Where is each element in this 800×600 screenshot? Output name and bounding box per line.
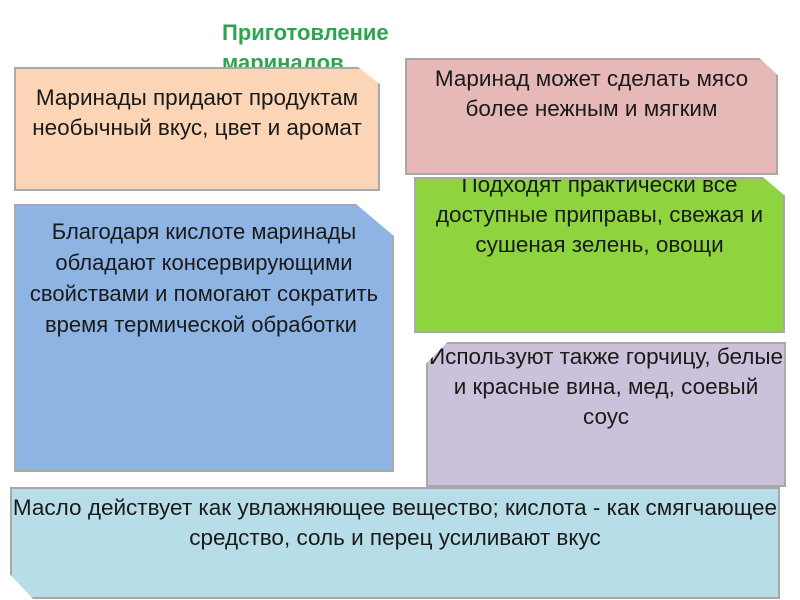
card-mustard-wine: Используют также горчицу, белые и красны…	[426, 342, 786, 487]
card-spices-text: Подходят практически все доступные припр…	[435, 177, 764, 257]
card-acid-preserve-dot: .	[356, 312, 363, 337]
slide-title: Приготовление маринадов	[222, 20, 389, 75]
card-oil-acid-text: Масло действует как увлажняющее вещество…	[12, 495, 778, 550]
card-oil-acid: Масло действует как увлажняющее вещество…	[10, 487, 780, 599]
card-flavor: Маринады придают продуктам необычный вку…	[14, 67, 380, 191]
card-tender-meat: Маринад может сделать мясо более нежным …	[405, 58, 778, 175]
card-acid-preserve: Благодаря кислоте маринады обладают конс…	[14, 204, 394, 472]
card-tender-meat-text: Маринад может сделать мясо более нежным …	[434, 66, 749, 121]
card-acid-preserve-text: Благодаря кислоте маринады обладают конс…	[16, 216, 392, 340]
card-mustard-wine-text: Используют также горчицу, белые и красны…	[428, 344, 784, 429]
card-flavor-text: Маринады придают продуктам необычный вку…	[32, 85, 362, 140]
card-acid-preserve-body: Благодаря кислоте маринады обладают конс…	[29, 219, 379, 337]
card-spices: Подходят практически все доступные припр…	[414, 177, 785, 333]
